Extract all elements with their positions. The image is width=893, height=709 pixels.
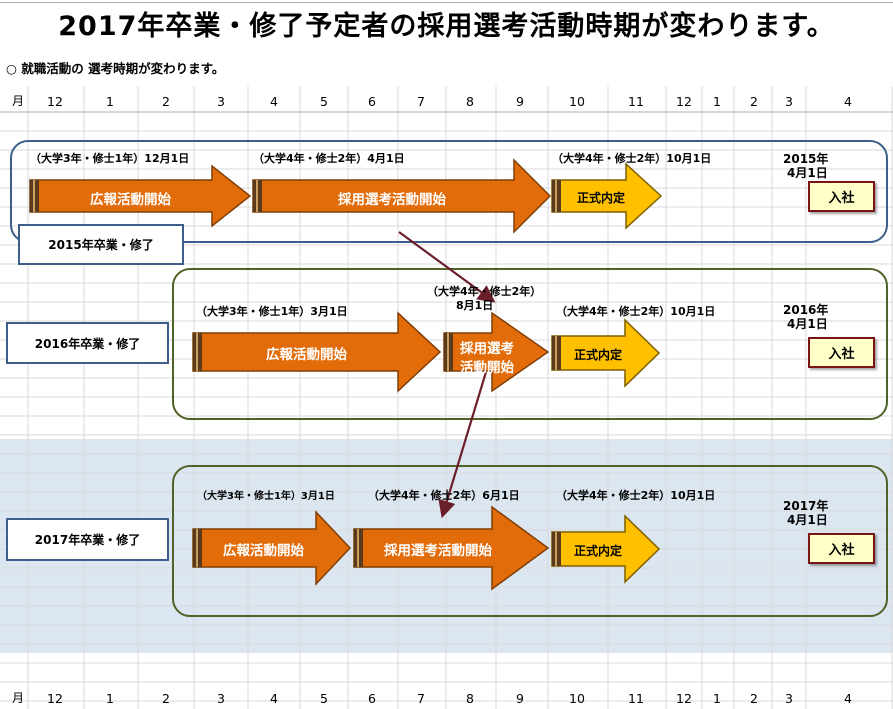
label-2016-selection-day: 8月1日 (456, 299, 494, 312)
label-2017-join-date: 4月1日 (787, 513, 828, 527)
arrow-text-2016-selection-2: 活動開始 (460, 360, 514, 376)
header-month-15: 3 (785, 94, 793, 109)
year-label-2016: 2016年卒業・修了 (6, 322, 169, 364)
connector-2015-2016 (398, 231, 496, 303)
arrow-text-2016-pr: 広報活動開始 (266, 347, 347, 363)
arrow-text-2016-offer: 正式内定 (574, 348, 623, 362)
header-month-9: 9 (516, 94, 524, 109)
header-month-8: 8 (466, 94, 474, 109)
label-2016-pr-date: （大学3年・修士1年）3月1日 (196, 305, 348, 318)
header-month-10: 10 (569, 94, 585, 109)
label-2015-offer-date: （大学4年・修士2年）10月1日 (552, 152, 712, 165)
label-2017-selection-date: （大学4年・修士2年）6月1日 (368, 489, 520, 502)
arrow-text-2016-selection-1: 採用選考 (460, 341, 514, 357)
label-2015-join-date: 4月1日 (787, 166, 828, 180)
entry-2017: 入社 (808, 533, 875, 564)
month-header-label: 月 (12, 94, 25, 108)
arrow-2017-pr (192, 510, 352, 586)
label-2017-offer-date: （大学4年・修士2年）10月1日 (556, 489, 716, 502)
page-title: 2017年卒業・修了予定者の採用選考活動時期が変わります。 (58, 11, 835, 42)
arrow-text-2017-selection: 採用選考活動開始 (384, 543, 492, 559)
year-label-2017: 2017年卒業・修了 (6, 518, 169, 561)
footer-month-8: 8 (466, 691, 474, 706)
header-month-11: 11 (628, 94, 644, 109)
arrow-2016-offer (551, 318, 661, 388)
header-month-4: 4 (270, 94, 278, 109)
panel-2016 (172, 268, 888, 420)
footer-month-6: 6 (368, 691, 376, 706)
entry-2016: 入社 (808, 337, 875, 368)
month-footer-label: 月 (12, 691, 25, 705)
year-label-2015: 2015年卒業・修了 (18, 224, 184, 265)
label-2017-pr-date: （大学3年・修士1年）3月1日 (197, 491, 335, 502)
arrow-2016-selection (443, 311, 550, 393)
footer-month-4: 4 (270, 691, 278, 706)
label-2015-pr-date: （大学3年・修士1年）12月1日 (30, 152, 190, 165)
header-month-0: 12 (47, 94, 63, 109)
footer-month-5: 5 (320, 691, 328, 706)
label-2015-selection-date: （大学4年・修士2年）4月1日 (253, 152, 405, 165)
label-2015-year: 2015年 (783, 152, 829, 166)
arrow-text-2015-selection: 採用選考活動開始 (338, 192, 446, 208)
header-month-16: 4 (844, 94, 852, 109)
subtitle: ○ 就職活動の 選考時期が変わります。 (6, 61, 225, 76)
label-2016-join-date: 4月1日 (787, 317, 828, 331)
arrow-2016-pr (192, 311, 442, 393)
footer-month-9: 9 (516, 691, 524, 706)
header-month-14: 2 (750, 94, 758, 109)
footer-month-0: 12 (47, 691, 63, 706)
footer-month-12: 12 (676, 691, 692, 706)
footer-month-16: 4 (844, 691, 852, 706)
arrow-2015-offer (551, 162, 663, 230)
header-month-6: 6 (368, 94, 376, 109)
arrow-text-2015-offer: 正式内定 (577, 191, 626, 205)
header-month-3: 3 (217, 94, 225, 109)
arrow-text-2017-pr: 広報活動開始 (223, 543, 304, 559)
connector-2016-2017 (438, 371, 488, 519)
footer-month-1: 1 (106, 691, 114, 706)
arrow-2017-offer (551, 514, 661, 584)
header-month-1: 1 (106, 94, 114, 109)
footer-month-14: 2 (750, 691, 758, 706)
arrow-2015-selection (252, 158, 552, 234)
footer-month-3: 3 (217, 691, 225, 706)
label-2016-offer-date: （大学4年・修士2年）10月1日 (556, 305, 716, 318)
arrow-text-2017-offer: 正式内定 (574, 544, 623, 558)
arrow-2017-selection (353, 505, 550, 591)
footer-month-10: 10 (569, 691, 585, 706)
label-2016-selection-date: （大学4年・修士2年） (427, 285, 542, 298)
label-2017-year: 2017年 (783, 499, 829, 513)
arrow-2015-pr (29, 164, 252, 228)
header-month-5: 5 (320, 94, 328, 109)
header-month-13: 1 (713, 94, 721, 109)
footer-month-2: 2 (162, 691, 170, 706)
panel-2015 (10, 140, 888, 243)
footer-month-11: 11 (628, 691, 644, 706)
footer-month-7: 7 (417, 691, 425, 706)
header-month-2: 2 (162, 94, 170, 109)
label-2016-year: 2016年 (783, 303, 829, 317)
arrow-text-2015-pr: 広報活動開始 (90, 192, 171, 208)
panel-2017 (172, 465, 888, 617)
entry-2015: 入社 (808, 181, 875, 212)
footer-month-15: 3 (785, 691, 793, 706)
header-month-12: 12 (676, 94, 692, 109)
header-month-7: 7 (417, 94, 425, 109)
footer-month-13: 1 (713, 691, 721, 706)
top-rule (0, 2, 893, 3)
